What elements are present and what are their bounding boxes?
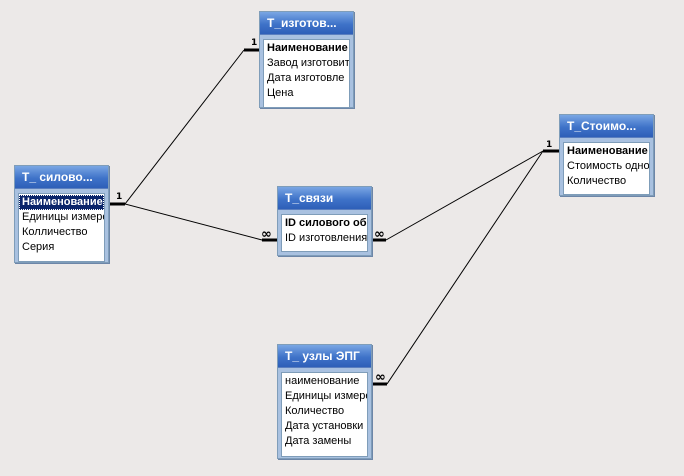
table-title[interactable]: T_ силово... [15, 166, 108, 189]
cardinality-one-label: 1 [116, 192, 122, 202]
table-stoimost[interactable]: T_Стоимо... Наименование Стоимость одно … [559, 114, 654, 196]
field-item[interactable]: Завод изготовит [267, 57, 349, 69]
table-silovo[interactable]: T_ силово... Наименование Единицы измере… [14, 165, 109, 263]
field-item[interactable]: Стоимость одно [567, 160, 649, 172]
table-svyazi[interactable]: T_связи ID силового обор ID изготовления [277, 186, 372, 256]
table-title[interactable]: T_связи [278, 187, 371, 210]
field-list[interactable]: Наименование Стоимость одно Количество [563, 142, 650, 195]
field-item[interactable]: наименование [285, 375, 360, 387]
field-item[interactable]: Серия [22, 241, 55, 253]
table-title[interactable]: T_изготов... [260, 12, 353, 35]
field-item[interactable]: Дата изготовле [267, 72, 345, 84]
field-item[interactable]: Дата установки [285, 420, 364, 432]
field-item[interactable]: ID силового обор [285, 217, 367, 229]
field-item[interactable]: Наименование о [267, 42, 349, 54]
field-item[interactable]: Цена [267, 87, 294, 99]
field-list[interactable]: наименование Единицы измере Количество Д… [281, 372, 368, 457]
field-item[interactable]: Количество [285, 405, 345, 417]
field-item[interactable]: Единицы измере [285, 390, 367, 402]
field-item-selected[interactable]: Наименование [19, 195, 104, 210]
table-uzly[interactable]: T_ узлы ЭПГ наименование Единицы измере … [277, 344, 372, 459]
field-list[interactable]: Наименование Единицы измере Колличество … [18, 193, 105, 262]
field-item[interactable]: Наименование [567, 145, 648, 157]
cardinality-many-label: ∞ [375, 370, 386, 385]
cardinality-many-label: ∞ [261, 227, 272, 242]
relationship-silovo-izgotov[interactable]: 1 1 [108, 38, 261, 206]
field-item[interactable]: Количество [567, 175, 627, 187]
relationship-silovo-svyazi[interactable]: ∞ [124, 203, 278, 242]
field-list[interactable]: Наименование о Завод изготовит Дата изго… [263, 39, 350, 108]
cardinality-one-label: 1 [546, 140, 552, 150]
table-title[interactable]: T_ узлы ЭПГ [278, 345, 371, 368]
field-item[interactable]: ID изготовления [285, 232, 367, 244]
field-item[interactable]: Единицы измере [22, 211, 104, 223]
cardinality-many-label: ∞ [374, 227, 385, 242]
field-item[interactable]: Колличество [22, 226, 88, 238]
table-title[interactable]: T_Стоимо... [560, 115, 653, 138]
field-list[interactable]: ID силового обор ID изготовления [281, 214, 368, 252]
table-izgotov[interactable]: T_изготов... Наименование о Завод изгото… [259, 11, 354, 108]
field-item[interactable]: Дата замены [285, 435, 352, 447]
relationship-svyazi-stoimost[interactable]: ∞ 1 [370, 140, 560, 242]
relationship-uzly-stoimost[interactable]: ∞ [371, 150, 544, 386]
cardinality-one-label: 1 [251, 38, 257, 48]
